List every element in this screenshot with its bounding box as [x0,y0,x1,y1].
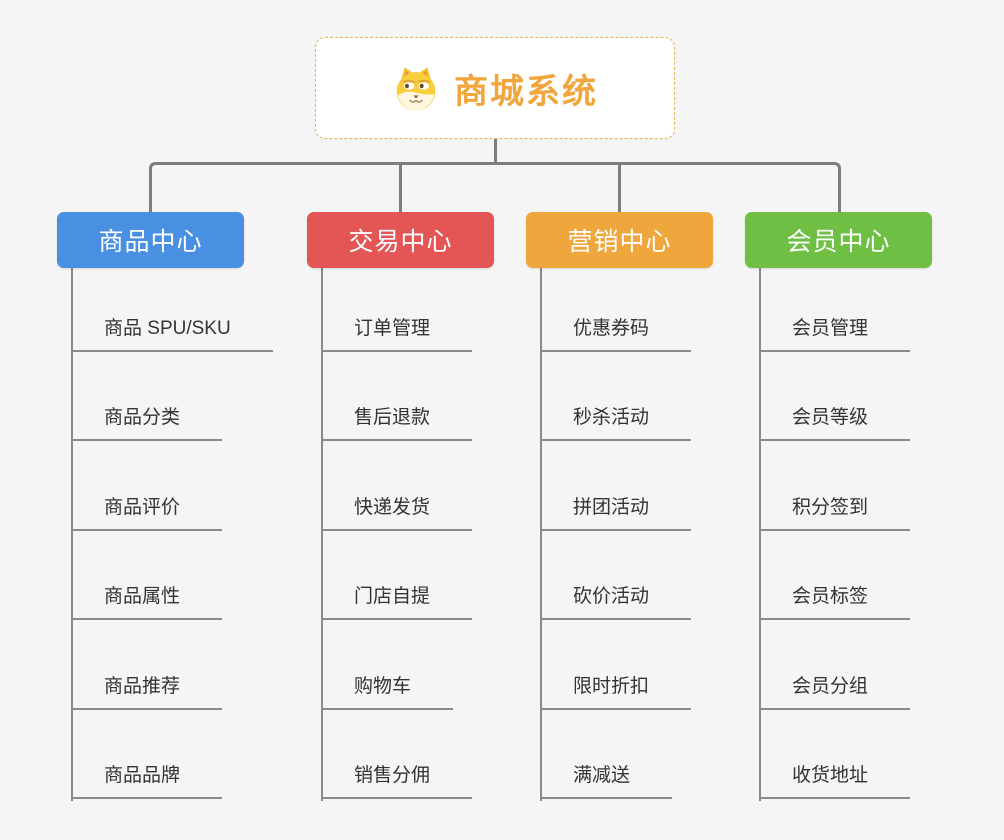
subtopic-item[interactable]: 优惠券码 [540,315,692,352]
subtopic-item[interactable]: 商品 SPU/SKU [71,315,273,352]
subtopic-item[interactable]: 会员标签 [759,583,911,620]
doge-icon [396,67,436,111]
subtopic-item[interactable]: 快递发货 [321,494,473,531]
branch-product-center: 商品中心 商品 SPU/SKU 商品分类 商品评价 商品属性 商品推荐 商品品牌 [57,212,317,812]
branch-header-trade[interactable]: 交易中心 [307,212,494,268]
subtopic-item[interactable]: 购物车 [321,673,454,710]
subtopic-item[interactable]: 商品分类 [71,404,223,441]
subtopic-item[interactable]: 积分签到 [759,494,911,531]
subtopic-item[interactable]: 销售分佣 [321,762,473,799]
branch-trunk-line [759,268,761,801]
branch-trade-center: 交易中心 订单管理 售后退款 快递发货 门店自提 购物车 销售分佣 [307,212,567,812]
subtopic-item[interactable]: 售后退款 [321,404,473,441]
branch-trunk-line [540,268,542,801]
subtopic-item[interactable]: 拼团活动 [540,494,692,531]
branch-header-marketing[interactable]: 营销中心 [526,212,713,268]
root-topic[interactable]: 商城系统 [315,37,675,139]
subtopic-item[interactable]: 满减送 [540,762,673,799]
branch-marketing-center: 营销中心 优惠券码 秒杀活动 拼团活动 砍价活动 限时折扣 满减送 [526,212,786,812]
branch-header-member[interactable]: 会员中心 [745,212,932,268]
branch-header-product[interactable]: 商品中心 [57,212,244,268]
subtopic-item[interactable]: 砍价活动 [540,583,692,620]
subtopic-item[interactable]: 门店自提 [321,583,473,620]
branch-trunk-line [71,268,73,801]
branch-trunk-line [321,268,323,801]
root-topic-title: 商城系统 [454,72,598,111]
subtopic-item[interactable]: 收货地址 [759,762,911,799]
subtopic-item[interactable]: 商品属性 [71,583,223,620]
subtopic-item[interactable]: 秒杀活动 [540,404,692,441]
subtopic-item[interactable]: 商品品牌 [71,762,223,799]
subtopic-item[interactable]: 商品推荐 [71,673,223,710]
subtopic-item[interactable]: 会员分组 [759,673,911,710]
subtopic-item[interactable]: 会员等级 [759,404,911,441]
subtopic-item[interactable]: 商品评价 [71,494,223,531]
subtopic-item[interactable]: 订单管理 [321,315,473,352]
branch-member-center: 会员中心 会员管理 会员等级 积分签到 会员标签 会员分组 收货地址 [745,212,1004,812]
subtopic-item[interactable]: 会员管理 [759,315,911,352]
subtopic-item[interactable]: 限时折扣 [540,673,692,710]
